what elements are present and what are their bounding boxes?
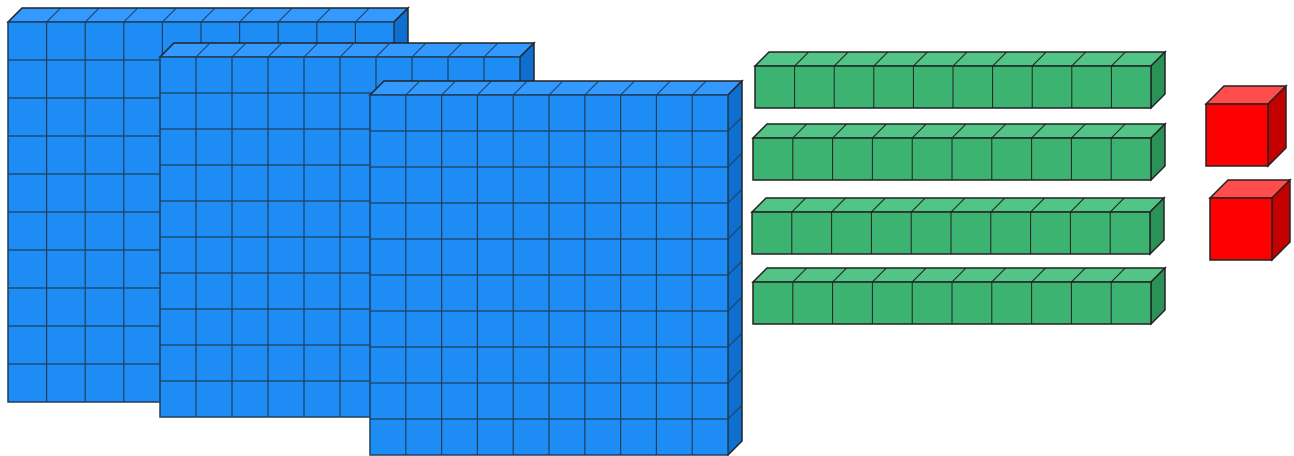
ten-rod — [753, 124, 1165, 180]
one-cube — [1206, 86, 1286, 166]
ten-rod — [755, 52, 1165, 108]
one-cube-front — [1206, 104, 1268, 166]
one-cube-front — [1210, 198, 1272, 260]
ten-rod — [753, 268, 1165, 324]
one-cube — [1210, 180, 1290, 260]
tens-rods-group — [752, 52, 1165, 324]
ones-cubes-group — [1206, 86, 1290, 260]
hundred-flat — [370, 81, 742, 455]
hundreds-flats-group — [8, 8, 742, 455]
ten-rod — [752, 198, 1164, 254]
